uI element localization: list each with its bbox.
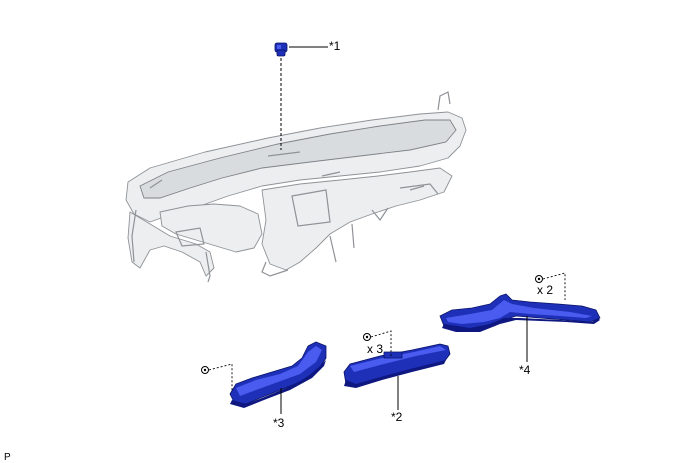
guide-part-3 <box>208 363 233 390</box>
part-4-duct <box>439 293 601 332</box>
bolt-icon <box>363 333 371 341</box>
guide-part-4 <box>542 272 566 300</box>
quantity-part-2: x 3 <box>367 342 383 356</box>
callout-part-4: *4 <box>519 363 531 377</box>
part-1-clip <box>274 42 288 57</box>
illustration-code: P <box>4 452 11 463</box>
clip-icon <box>201 366 209 374</box>
callout-part-3: *3 <box>273 416 285 430</box>
guide-part-2 <box>370 330 392 356</box>
callout-part-2: *2 <box>391 410 403 424</box>
part-3-duct <box>229 341 327 408</box>
instrument-panel-assembly <box>125 91 467 283</box>
callout-part-1: *1 <box>329 39 341 53</box>
quantity-part-4: x 2 <box>537 283 553 297</box>
clip-icon <box>535 275 543 283</box>
part-2-duct <box>343 343 451 388</box>
